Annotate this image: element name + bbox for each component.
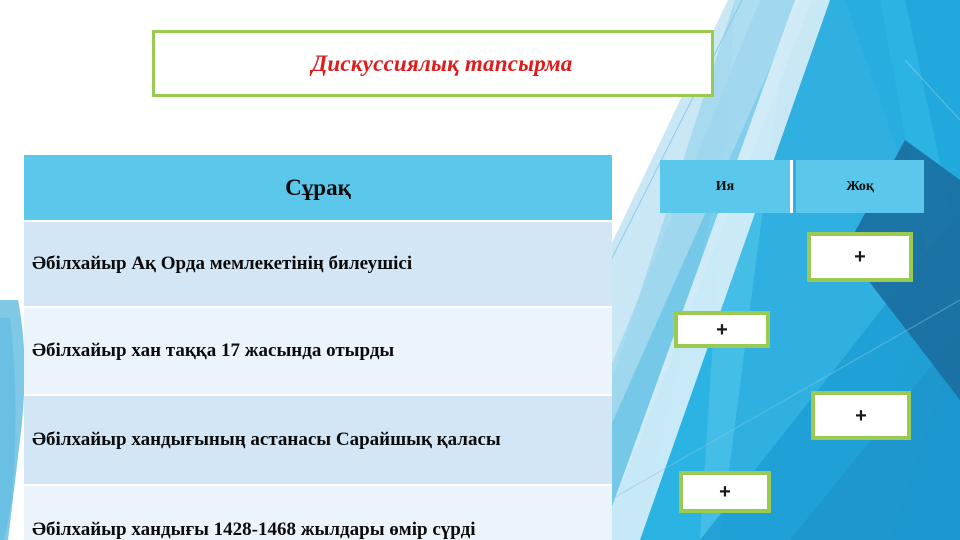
- answer-mark-row4-yes[interactable]: +: [679, 471, 771, 513]
- question-table: Сұрақ Әбілхайыр Ақ Орда мемлекетінің бил…: [24, 155, 612, 540]
- title-banner: Дискуссиялық тапсырма: [152, 30, 714, 97]
- table-row: Әбілхайыр Ақ Орда мемлекетінің билеушісі: [24, 221, 612, 308]
- question-text-1: Әбілхайыр Ақ Орда мемлекетінің билеушісі: [24, 221, 612, 308]
- answer-mark-row3-no[interactable]: +: [811, 391, 911, 440]
- question-text-2: Әбілхайыр хан таққа 17 жасында отырды: [24, 307, 612, 396]
- answer-column-header-no: Жоқ: [796, 160, 924, 213]
- table-row: Әбілхайыр хандығы 1428-1468 жылдары өмір…: [24, 485, 612, 540]
- answer-mark-row1-no[interactable]: +: [807, 232, 913, 282]
- question-column-header: Сұрақ: [24, 155, 612, 222]
- table-row: Әбілхайыр хандығының астанасы Сарайшық қ…: [24, 395, 612, 486]
- question-text-4: Әбілхайыр хандығы 1428-1468 жылдары өмір…: [24, 485, 612, 540]
- question-text-3: Әбілхайыр хандығының астанасы Сарайшық қ…: [24, 395, 612, 486]
- table-header-row: Сұрақ: [24, 155, 612, 222]
- answer-mark-row2-yes[interactable]: +: [674, 311, 770, 348]
- table-row: Әбілхайыр хан таққа 17 жасында отырды: [24, 307, 612, 396]
- answer-column-header-yes: Ия: [660, 160, 793, 213]
- page-title: Дискуссиялық тапсырма: [311, 50, 573, 76]
